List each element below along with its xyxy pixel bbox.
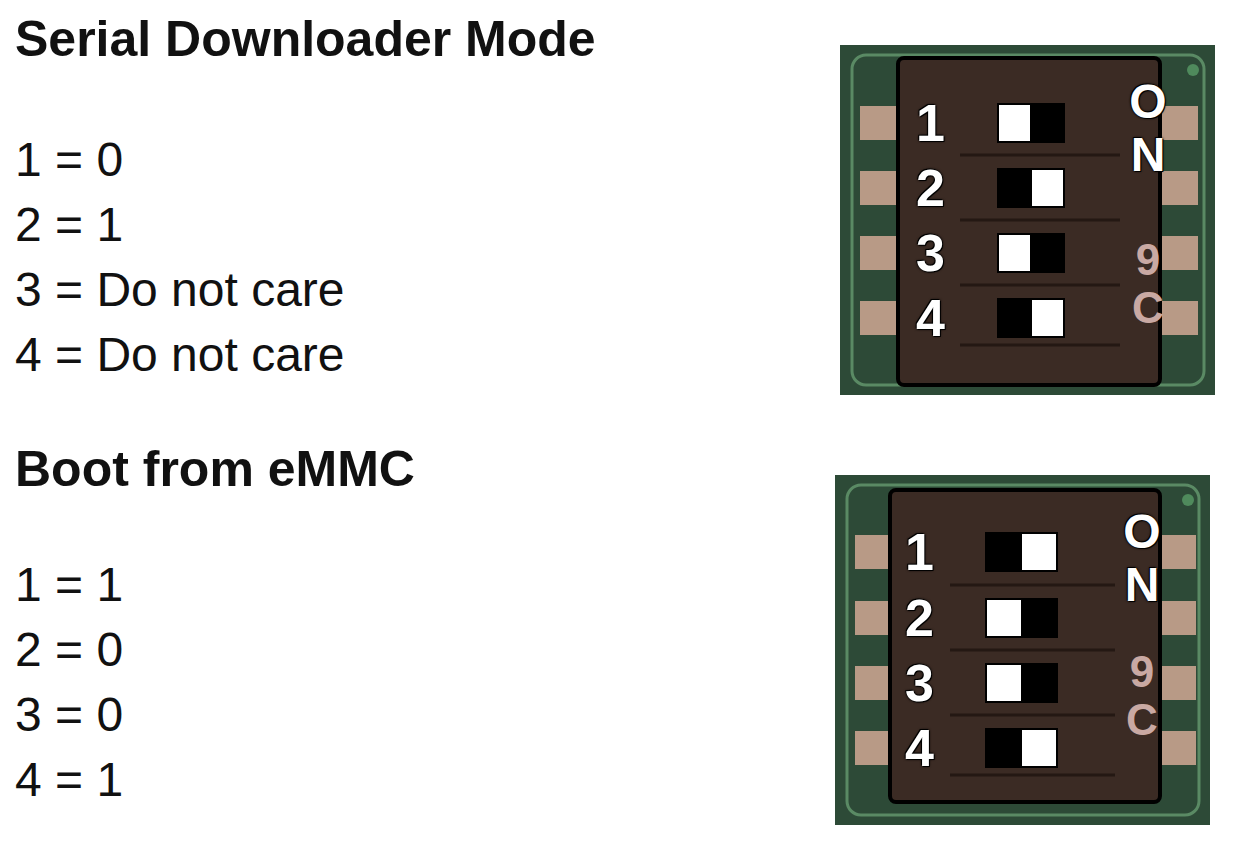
switch-number: 1 <box>905 526 934 578</box>
switch-setting: 4 = Do not care <box>15 331 345 379</box>
section-heading: Serial Downloader Mode <box>15 14 596 64</box>
switch-number: 4 <box>905 722 934 774</box>
switch-number: 4 <box>916 292 945 344</box>
section-heading: Boot from eMMC <box>15 444 415 494</box>
switch-setting: 2 = 1 <box>15 201 123 249</box>
dip-switch-serial <box>840 45 1215 395</box>
dip-switch-emmc <box>835 475 1210 825</box>
part-marking: 9C <box>1126 236 1170 333</box>
switch-setting: 3 = Do not care <box>15 266 345 314</box>
switch-number: 2 <box>916 162 945 214</box>
part-marking: 9C <box>1120 648 1164 745</box>
switch-number: 3 <box>916 227 945 279</box>
switch-setting: 2 = 0 <box>15 626 123 674</box>
switch-setting: 1 = 1 <box>15 561 123 609</box>
switch-number: 1 <box>916 97 945 149</box>
switch-number: 3 <box>905 657 934 709</box>
switch-setting: 4 = 1 <box>15 756 123 804</box>
switch-setting: 1 = 0 <box>15 136 123 184</box>
on-marking: ON <box>1124 76 1172 182</box>
switch-setting: 3 = 0 <box>15 691 123 739</box>
switch-number: 2 <box>905 592 934 644</box>
on-marking: ON <box>1118 506 1166 612</box>
